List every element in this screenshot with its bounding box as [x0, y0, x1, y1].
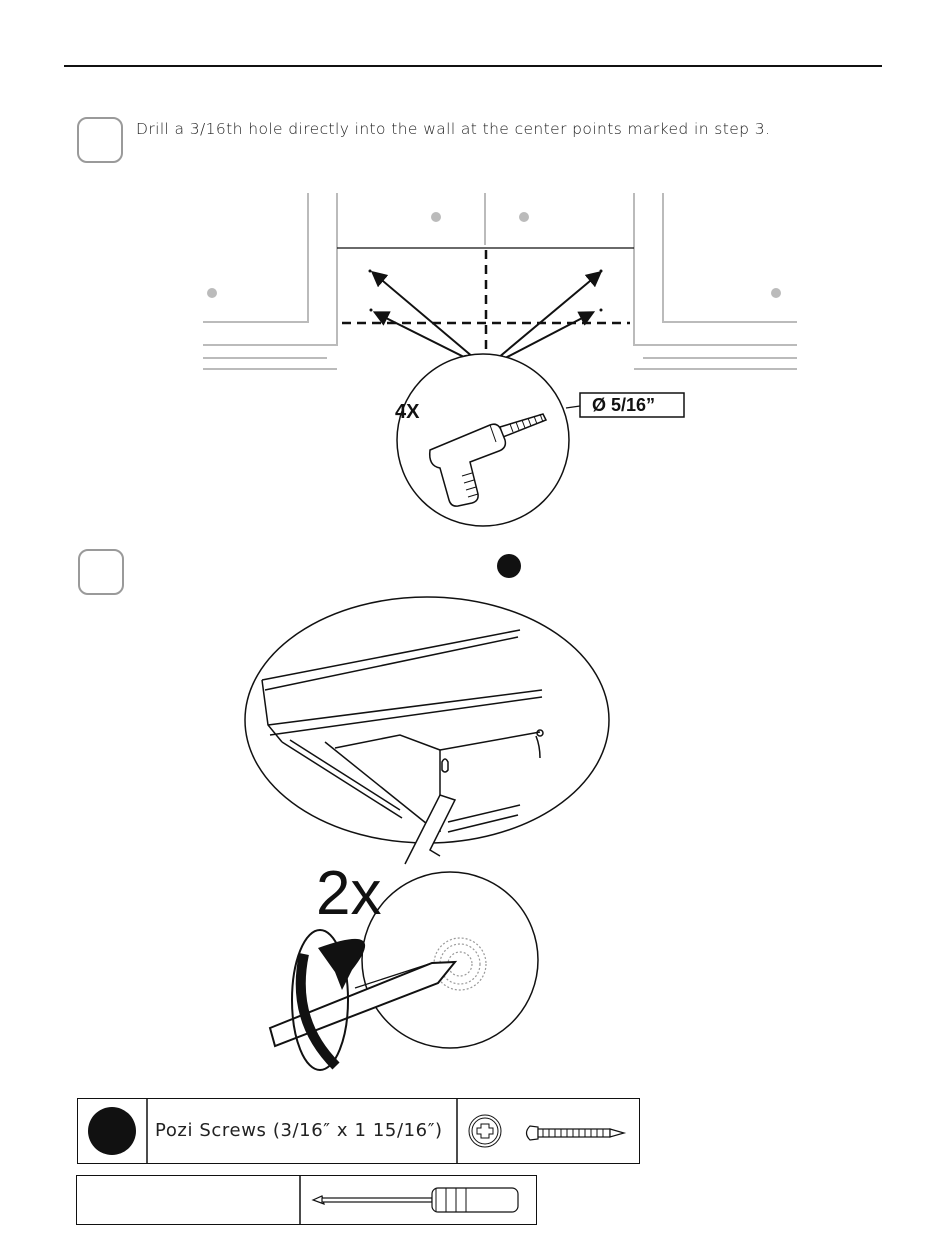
wall-outline — [203, 193, 797, 369]
callout-leader — [566, 406, 580, 408]
part-reference-dot — [497, 554, 521, 578]
pozi-screws-label: Pozi Screws (3/16″ x 1 15/16″) — [155, 1120, 443, 1141]
wall-marks — [207, 212, 781, 298]
drill-quantity: 4X — [395, 401, 420, 423]
screw-detail-circle — [362, 872, 538, 1048]
center-guidelines — [342, 250, 630, 368]
tool-table — [76, 1175, 537, 1225]
bracket-detail-ellipse — [245, 597, 609, 843]
screw-quantity: 2x — [316, 859, 381, 928]
drill-points — [369, 270, 603, 312]
drill-size-label: Ø 5/16” — [592, 395, 655, 415]
step-number-box-2 — [78, 549, 124, 595]
